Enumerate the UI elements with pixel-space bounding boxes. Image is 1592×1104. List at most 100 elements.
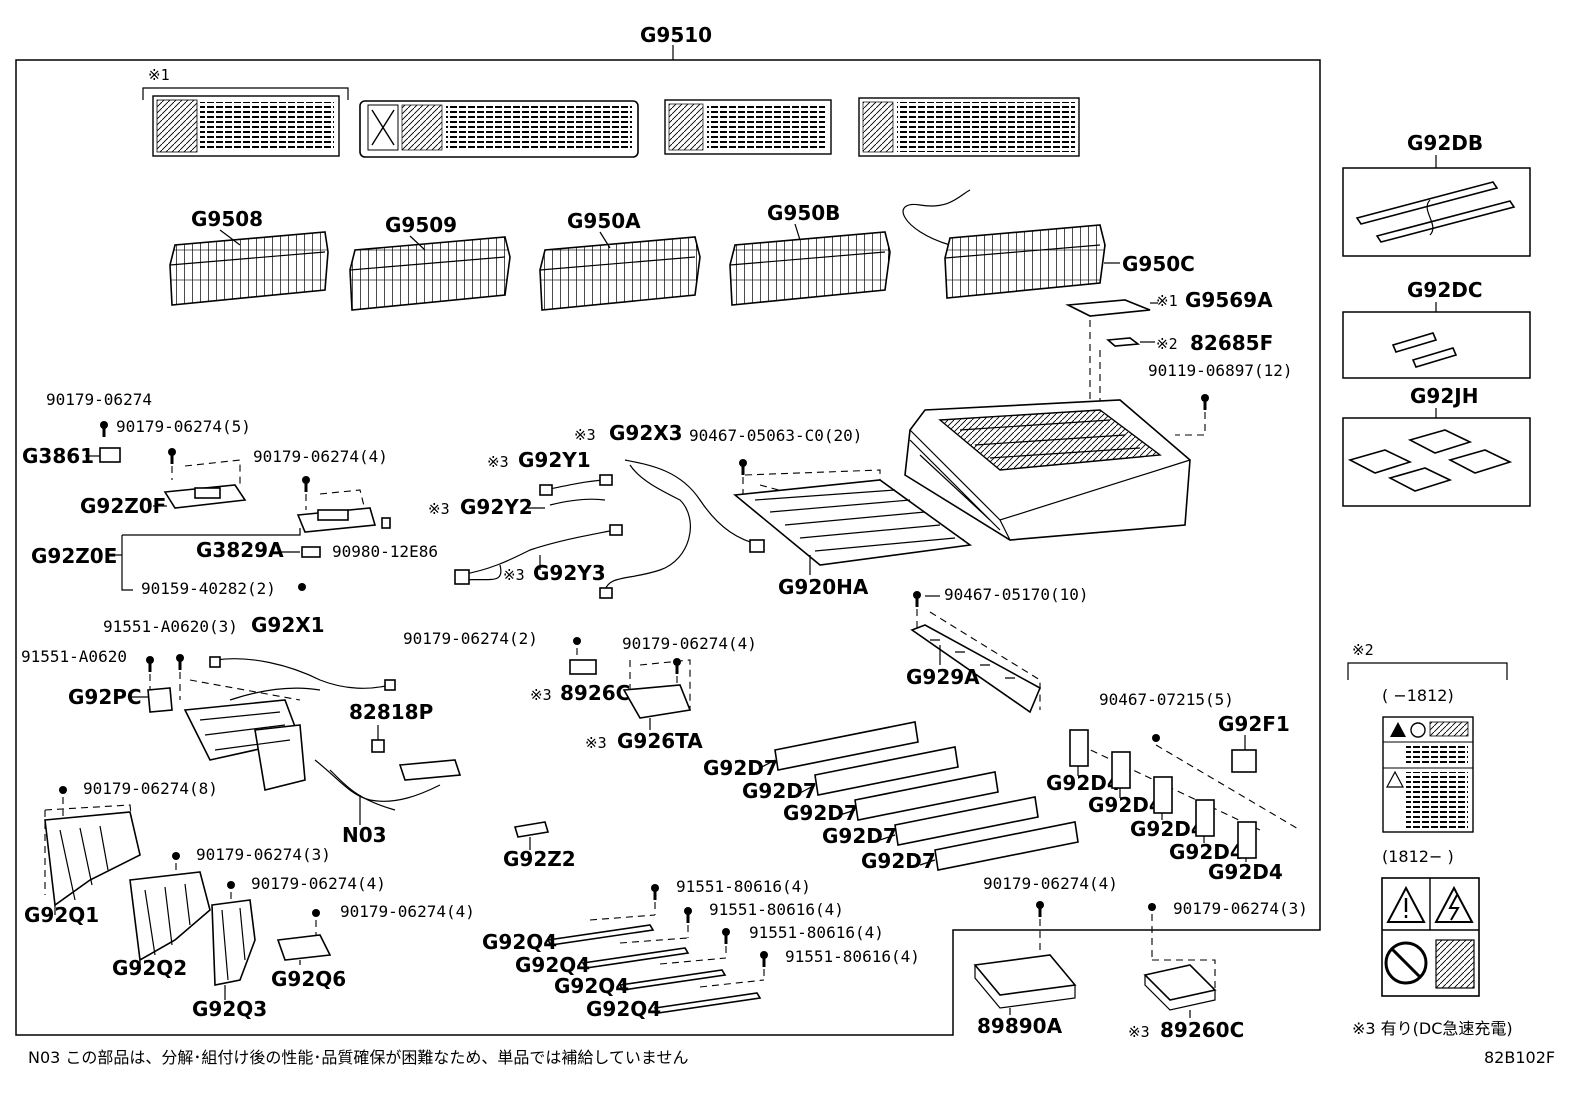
- part-g92q1[interactable]: G92Q1: [24, 811, 141, 927]
- box-g92dc[interactable]: G92DC: [1342, 278, 1531, 379]
- part-g926ta[interactable]: ※3 G926TA: [585, 684, 703, 753]
- warning-label-3[interactable]: [664, 99, 832, 155]
- label-90179-06274-4-a: 90179-06274(4): [253, 447, 388, 466]
- part-82818p[interactable]: 82818P: [349, 700, 433, 753]
- battery-module-g9509[interactable]: G9509: [349, 213, 511, 311]
- bracket-g92d4-4[interactable]: G92D4: [1169, 799, 1244, 864]
- part-89890a[interactable]: 89890A: [973, 954, 1077, 1038]
- label-g92q6: G92Q6: [271, 967, 346, 991]
- label-91551-80616-4: 91551-80616(4): [785, 947, 920, 966]
- label-g92d7-3: G92D7: [783, 801, 858, 825]
- strip-g92q4-1[interactable]: 91551-80616(4) G92Q4: [482, 877, 811, 954]
- bracket-g92d4-1[interactable]: G92D4: [1046, 729, 1121, 795]
- bolt-icon: [673, 658, 681, 674]
- box-g92db[interactable]: G92DB: [1342, 131, 1531, 257]
- part-g929a[interactable]: G929A: [906, 624, 1042, 714]
- bracket-g92d4-3[interactable]: G92D4: [1130, 776, 1205, 841]
- label-g92jh: G92JH: [1410, 384, 1478, 408]
- bracket-g92d4-5[interactable]: G92D4: [1208, 821, 1283, 884]
- label-sheet-82685f[interactable]: ※2 82685F: [1106, 331, 1273, 355]
- screw-icon: [1148, 903, 1156, 911]
- tray-g920ha[interactable]: G920HA: [733, 479, 973, 599]
- strip-g92q4-2[interactable]: 91551-80616(4) G92Q4: [515, 900, 844, 977]
- battery-module-g950b[interactable]: G950B: [729, 201, 891, 306]
- harness-g92y3[interactable]: ※3 G92Y3: [454, 524, 623, 585]
- part-g92f1[interactable]: G92F1: [1218, 712, 1290, 773]
- part-90980-12e86[interactable]: [381, 517, 391, 529]
- illustration-code: 82B102F: [1484, 1048, 1555, 1067]
- bar-g92d7-1[interactable]: G92D7: [703, 721, 919, 780]
- label-g92q3: G92Q3: [192, 997, 267, 1021]
- part-g3829a[interactable]: G3829A: [196, 538, 321, 562]
- harness-g92y2[interactable]: ※3 G92Y2: [428, 495, 606, 519]
- mark-2-detail: ※2: [1352, 641, 1374, 659]
- label-90159-40282: 90159-40282(2): [141, 579, 276, 598]
- bolt-icon: [1036, 901, 1044, 917]
- label-sheet-g9569a[interactable]: ※1 G9569A: [1065, 288, 1273, 317]
- label-91551-a0620: 91551-A0620: [21, 647, 127, 666]
- bolt-icon: [168, 448, 176, 464]
- mark-3-8926c: ※3: [530, 686, 552, 704]
- mark-3-g92y1: ※3: [487, 453, 509, 471]
- label-g92y1: G92Y1: [518, 448, 591, 472]
- bar-g92d7-4[interactable]: G92D7: [822, 796, 1039, 848]
- part-g92q2[interactable]: G92Q2: [112, 871, 211, 980]
- mark-3-89260c: ※3: [1128, 1023, 1150, 1041]
- battery-module-g950a[interactable]: G950A: [539, 209, 701, 311]
- bracket-g92d4-2[interactable]: G92D4: [1088, 751, 1163, 817]
- bolt-icon: [146, 656, 154, 672]
- harness-n03[interactable]: N03: [314, 759, 462, 847]
- warning-label-1[interactable]: [152, 95, 340, 157]
- label-g92q4-3: G92Q4: [554, 974, 629, 998]
- part-8926c[interactable]: ※3 8926C: [530, 681, 630, 705]
- label-82685f: 82685F: [1190, 331, 1273, 355]
- label-89890a: 89890A: [977, 1014, 1063, 1038]
- part-g3861[interactable]: G3861: [22, 444, 121, 468]
- label-90179-06274-8: 90179-06274(8): [83, 779, 218, 798]
- warning-label-before[interactable]: [1382, 716, 1474, 833]
- part-8926c-body[interactable]: [569, 659, 597, 675]
- label-g92q4-4: G92Q4: [586, 997, 661, 1021]
- part-g92z0e[interactable]: G92Z0E: [31, 507, 377, 591]
- label-g92z2: G92Z2: [503, 847, 576, 871]
- label-g926ta: G926TA: [617, 729, 703, 753]
- battery-case[interactable]: [904, 399, 1191, 541]
- warning-label-after[interactable]: [1381, 877, 1480, 997]
- label-g92d4-5: G92D4: [1208, 860, 1283, 884]
- mark-3-g926ta: ※3: [585, 734, 607, 752]
- strip-g92q4-4[interactable]: 91551-80616(4) G92Q4: [586, 947, 920, 1021]
- label-g92q4-2: G92Q4: [515, 953, 590, 977]
- part-89260c[interactable]: ※3 89260C: [1128, 964, 1244, 1042]
- footer-note: N03 この部品は、分解･組付け後の性能･品質確保が困難なため、単品では補給して…: [28, 1048, 688, 1067]
- battery-module-g9508[interactable]: G9508: [169, 207, 329, 306]
- battery-module-g950c[interactable]: G950C: [902, 189, 1195, 299]
- mark-3-g92x3: ※3: [574, 426, 596, 444]
- bar-g92d7-5[interactable]: G92D7: [861, 821, 1079, 873]
- part-g92z2[interactable]: G92Z2: [503, 821, 576, 871]
- bar-g92d7-3[interactable]: G92D7: [783, 771, 999, 825]
- label-90179-06274-4-b: 90179-06274(4): [622, 634, 757, 653]
- warning-label-2[interactable]: [359, 100, 639, 158]
- label-90179-06274-5: 90179-06274(5): [116, 417, 251, 436]
- harness-g92y1[interactable]: ※3 G92Y1: [487, 448, 613, 496]
- bolt-icon: [176, 654, 184, 670]
- label-detail-mark2: ※2 ( −1812) (1812− ) ※3 有り(DC急: [1347, 641, 1513, 1038]
- box-g92jh[interactable]: G92JH: [1342, 384, 1531, 507]
- part-g92z0f[interactable]: G92Z0F: [80, 484, 247, 518]
- label-91551-a0620-3: 91551-A0620(3): [103, 617, 238, 636]
- label-90119-06897: 90119-06897(12): [1148, 361, 1293, 380]
- label-g92y2: G92Y2: [460, 495, 533, 519]
- harness-g92x1[interactable]: [183, 656, 396, 791]
- assembly-label[interactable]: G9510: [640, 23, 712, 47]
- part-g92q6[interactable]: G92Q6: [271, 934, 346, 991]
- label-90179-06274-2: 90179-06274(2): [403, 629, 538, 648]
- harness-g92x3[interactable]: ※3 G92X3: [574, 421, 765, 599]
- warning-label-4[interactable]: [858, 97, 1080, 157]
- label-g920ha: G920HA: [778, 575, 869, 599]
- label-89260c: 89260C: [1160, 1018, 1244, 1042]
- strip-g92q4-3[interactable]: 91551-80616(4) G92Q4: [554, 923, 884, 998]
- part-g92pc[interactable]: G92PC: [68, 685, 173, 713]
- bar-g92d7-2[interactable]: G92D7: [742, 746, 959, 803]
- part-g92q3[interactable]: G92Q3: [192, 899, 267, 1021]
